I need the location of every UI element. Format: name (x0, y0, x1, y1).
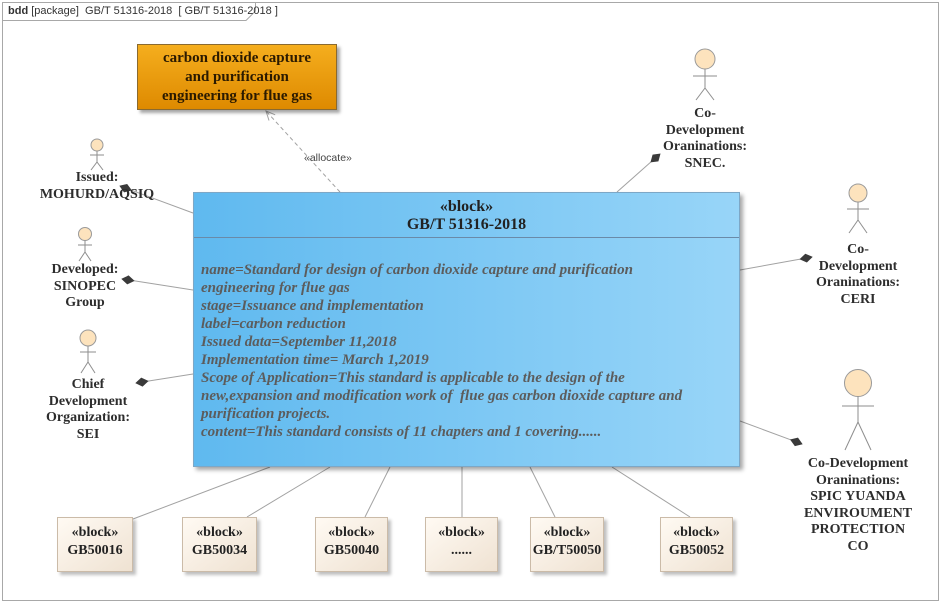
actor-icon[interactable] (847, 183, 869, 234)
ref-block-gb50034[interactable]: «block» GB50034 (182, 517, 257, 572)
actor-label-issued[interactable]: Issued: MOHURD/AQSIQ (40, 170, 154, 203)
ref-block-name: GB50052 (668, 543, 725, 558)
actor-label-line: Developed: (51, 262, 119, 277)
ref-block-name: GB50040 (323, 543, 380, 558)
actor-label-line: PROTECTION (810, 522, 906, 537)
actor-label-line: Chief (71, 377, 105, 392)
main-block[interactable]: «block» GB/T 51316-2018 name=Standard fo… (193, 192, 740, 467)
main-block-attribute: Issued data=September 11,2018 (201, 334, 397, 350)
ref-block-gb50016[interactable]: «block» GB50016 (57, 517, 133, 572)
actor-label-line: Oraninations: (815, 472, 900, 488)
actor-label-snec[interactable]: Co- Development Oraninations: SNEC. (663, 106, 747, 172)
containment-line-gbt50050[interactable] (529, 466, 556, 518)
main-block-attribute: engineering for flue gas (201, 280, 350, 296)
actor-label-chief[interactable]: Chief Development Organization: SEI (46, 377, 130, 443)
actor-label-line: Issued: (75, 170, 119, 185)
actor-label-line: Co- (847, 242, 869, 257)
containment-line-gb50052[interactable] (611, 466, 691, 518)
frame-kind: bdd (8, 5, 29, 17)
ref-block-name: GB/T50050 (532, 543, 602, 558)
allocated-block[interactable]: carbon dioxide capture and purification … (137, 44, 337, 110)
main-block-attribute: label=carbon reduction (201, 316, 346, 332)
aggregation-diamond-icon (799, 253, 813, 263)
allocate-label[interactable]: «allocate» (304, 152, 352, 164)
ref-block-stereotype: «block» (328, 525, 375, 540)
ref-block-name: ...... (451, 543, 472, 558)
main-block-header: «block» GB/T 51316-2018 (194, 193, 739, 238)
actor-label-line: SEI (76, 426, 100, 442)
ref-block-stereotype: «block» (196, 525, 243, 540)
actor-icon[interactable] (79, 329, 97, 374)
main-block-attribute: Scope of Application=This standard is ap… (201, 370, 625, 386)
association-line-developed[interactable] (133, 280, 194, 291)
aggregation-diamond-icon (121, 275, 135, 285)
association-line-chief[interactable] (147, 373, 194, 382)
actor-label-developed[interactable]: Developed: SINOPEC Group (52, 262, 119, 312)
ref-block-stereotype: «block» (673, 525, 720, 540)
ref-block-gb50052[interactable]: «block» GB50052 (660, 517, 733, 572)
actor-icon[interactable] (78, 227, 92, 262)
allocate-dependency-line[interactable] (265, 110, 341, 193)
association-line-snec[interactable] (616, 161, 652, 193)
aggregation-diamond-icon (135, 377, 149, 387)
association-line-ceri[interactable] (739, 258, 801, 271)
ref-block-gb50040[interactable]: «block» GB50040 (315, 517, 388, 572)
main-block-attribute: stage=Issuance and implementation (201, 298, 424, 314)
main-block-attribute: content=This standard consists of 11 cha… (201, 424, 602, 440)
association-line-spic[interactable] (739, 420, 791, 441)
ref-block-stereotype: «block» (543, 525, 591, 540)
ref-block-ellipsis[interactable]: «block» ...... (425, 517, 498, 572)
containment-line-gb50016[interactable] (132, 466, 271, 520)
frame-title: [package] GB/T 51316-2018 [ GB/T 51316-2… (31, 5, 278, 17)
actor-label-line: ENVIROUMENT (803, 505, 913, 521)
actor-icon[interactable] (90, 138, 104, 171)
aggregation-diamond-icon (119, 183, 132, 193)
actor-label-line: Oraninations: (662, 139, 748, 154)
actor-icon[interactable] (842, 369, 874, 451)
actor-label-line: Group (65, 295, 105, 310)
main-block-attributes: name=Standard for design of carbon dioxi… (194, 238, 739, 441)
actor-label-line: SPIC YUANDA (810, 489, 906, 504)
allocated-block-name-line: engineering for flue gas (161, 87, 313, 104)
ref-block-stereotype: «block» (438, 525, 485, 540)
ref-block-gbt50050[interactable]: «block» GB/T50050 (530, 517, 604, 572)
main-block-stereotype: «block» (439, 198, 494, 215)
aggregation-diamond-icon (650, 153, 661, 163)
ref-block-name: GB50034 (191, 543, 248, 558)
actor-label-line: Oraninations: (815, 275, 901, 290)
ref-block-stereotype: «block» (71, 525, 119, 540)
association-line-issued[interactable] (131, 189, 194, 214)
main-block-attribute: new,expansion and modification work of f… (201, 388, 683, 404)
containment-line-gb50034[interactable] (246, 466, 331, 518)
actor-label-line: CERI (840, 291, 876, 307)
main-block-name: GB/T 51316-2018 (406, 216, 527, 233)
actor-label-line: Co- (694, 106, 716, 121)
actor-label-line: Co-Development (807, 456, 909, 471)
actor-label-line: SINOPEC (53, 278, 117, 294)
allocate-arrowhead-icon (265, 110, 276, 121)
actor-icon[interactable] (693, 48, 717, 101)
frame-tab-label: bdd [package] GB/T 51316-2018 [ GB/T 513… (8, 4, 278, 18)
main-block-attribute: purification projects. (201, 406, 331, 422)
actor-label-line: MOHURD/AQSIQ (39, 186, 155, 202)
actor-label-spic[interactable]: Co-Development Oraninations: SPIC YUANDA… (804, 456, 912, 555)
containment-line-gb50040[interactable] (364, 466, 391, 518)
actor-label-line: CO (847, 538, 869, 554)
main-block-attribute: Implementation time= March 1,2019 (201, 352, 429, 368)
actor-label-line: Organization: (46, 410, 130, 425)
actor-label-line: Development (818, 258, 898, 274)
actor-label-line: SNEC. (684, 155, 726, 171)
ref-block-name: GB50016 (67, 543, 123, 558)
actor-label-line: Development (48, 393, 128, 409)
frame-tab[interactable] (2, 2, 256, 21)
actor-label-ceri[interactable]: Co- Development Oraninations: CERI (816, 242, 900, 308)
aggregation-diamond-icon (790, 437, 803, 447)
allocated-block-name-line: and purification (185, 68, 289, 85)
allocated-block-name-line: carbon dioxide capture (162, 49, 312, 66)
main-block-attribute: name=Standard for design of carbon dioxi… (201, 262, 633, 278)
actor-label-line: Development (665, 122, 745, 138)
